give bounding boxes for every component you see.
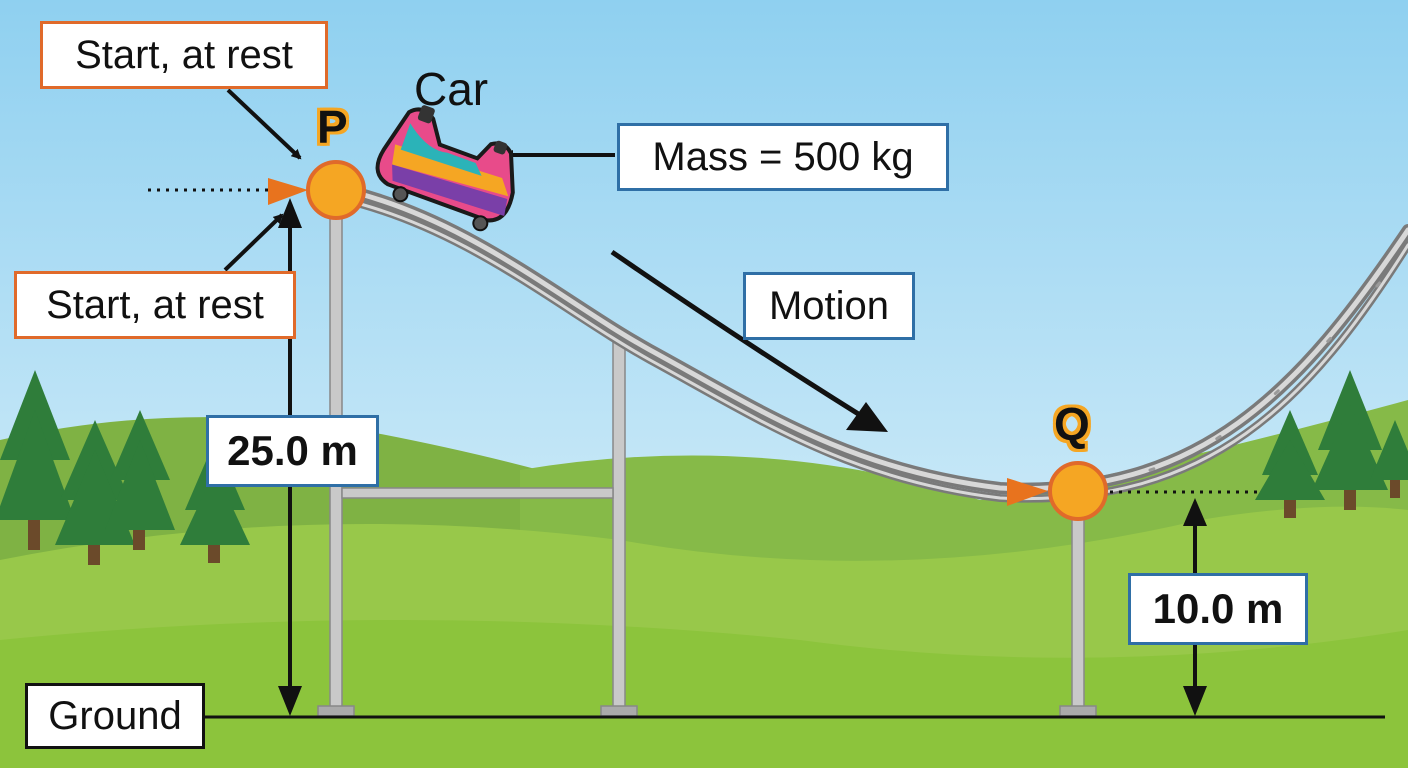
point-p-marker xyxy=(306,160,366,220)
point-q-marker xyxy=(1048,461,1108,521)
coaster-track xyxy=(339,184,1408,503)
motion-arrow-icon xyxy=(610,249,888,432)
point-q-label: Q xyxy=(1054,398,1090,450)
roller-coaster-car-icon xyxy=(375,105,515,232)
height-p-label: 25.0 m xyxy=(206,415,379,487)
mass-label: Mass = 500 kg xyxy=(617,123,949,191)
arrow-icon xyxy=(268,178,308,205)
arrow-icon xyxy=(1007,478,1048,506)
car-label: Car xyxy=(414,63,489,115)
hills xyxy=(0,400,1408,768)
point-p-label: P xyxy=(317,101,348,153)
motion-label: Motion xyxy=(743,272,915,340)
callout-arrows xyxy=(223,88,615,272)
ground-label: Ground xyxy=(25,683,205,749)
height-q-label: 10.0 m xyxy=(1128,573,1308,645)
start-label-left: Start, at rest xyxy=(14,271,296,339)
pine-tree-icon xyxy=(0,370,1408,565)
start-label-top: Start, at rest xyxy=(40,21,328,89)
